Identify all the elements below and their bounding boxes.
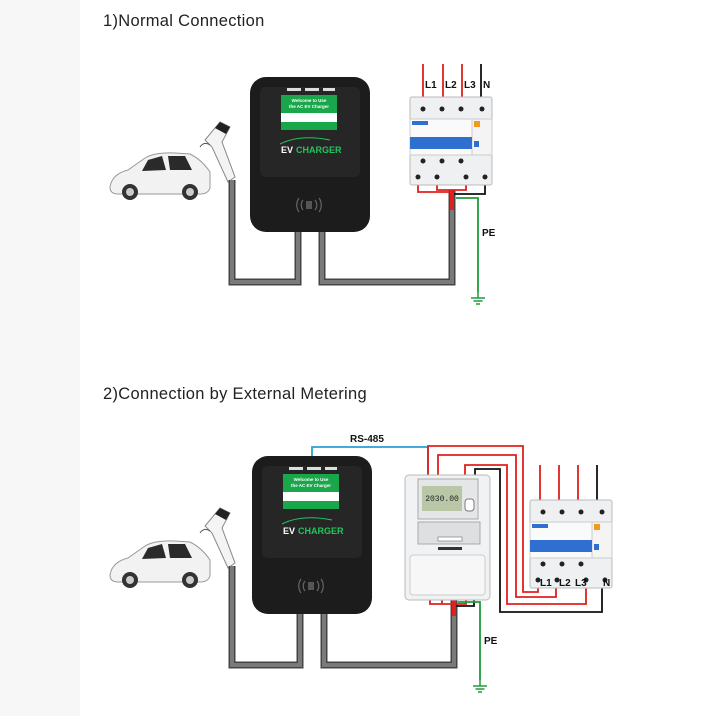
- wire-label-l2: L2: [559, 578, 571, 589]
- wire-label-l3: L3: [464, 80, 476, 91]
- brand-charger: CHARGER: [296, 145, 342, 155]
- ground-icon: [470, 291, 486, 305]
- wire-label-pe: PE: [484, 636, 498, 647]
- rs485-label: RS-485: [350, 434, 384, 445]
- meter-display: [422, 486, 462, 511]
- rfid-icon: [296, 197, 322, 213]
- energy-meter: 2030.00: [404, 474, 491, 601]
- section-2-diagram: RS-485 Welcome to Use the AC EV Charger …: [109, 434, 613, 693]
- wire-label-l3: L3: [575, 578, 587, 589]
- brand-charger: CHARGER: [298, 526, 344, 536]
- rfid-icon: [298, 578, 324, 594]
- section-1-diagram: Welcome to Use the AC EV Charger EV CHAR…: [109, 64, 496, 305]
- wire-label-n: N: [483, 80, 490, 91]
- wire-label-n: N: [603, 578, 610, 589]
- ground-icon: [472, 679, 488, 693]
- circuit-breaker: [409, 96, 493, 186]
- car-icon: [109, 152, 211, 201]
- screen-text: Welcome to Use: [292, 98, 327, 103]
- section-1-title: 1)Normal Connection: [103, 12, 265, 30]
- wire-label-pe: PE: [482, 228, 496, 239]
- page-margin: [0, 0, 80, 716]
- screen-text: Welcome to Use: [294, 477, 329, 482]
- car-icon: [109, 540, 211, 589]
- brand-ev: EV: [283, 526, 295, 536]
- screen-text: the AC EV Charger: [289, 104, 329, 109]
- meter-reading: 2030.00: [425, 495, 459, 504]
- screen-text: the AC EV Charger: [291, 483, 331, 488]
- ev-charger: Welcome to Use the AC EV Charger EV CHAR…: [252, 456, 372, 614]
- wire-label-l1: L1: [540, 578, 552, 589]
- brand-ev: EV: [281, 145, 293, 155]
- wire-label-l1: L1: [425, 80, 437, 91]
- wire-label-l2: L2: [445, 80, 457, 91]
- ev-charger: Welcome to Use the AC EV Charger EV CHAR…: [250, 77, 370, 232]
- section-2-title: 2)Connection by External Metering: [103, 385, 367, 403]
- circuit-breaker: [529, 499, 613, 589]
